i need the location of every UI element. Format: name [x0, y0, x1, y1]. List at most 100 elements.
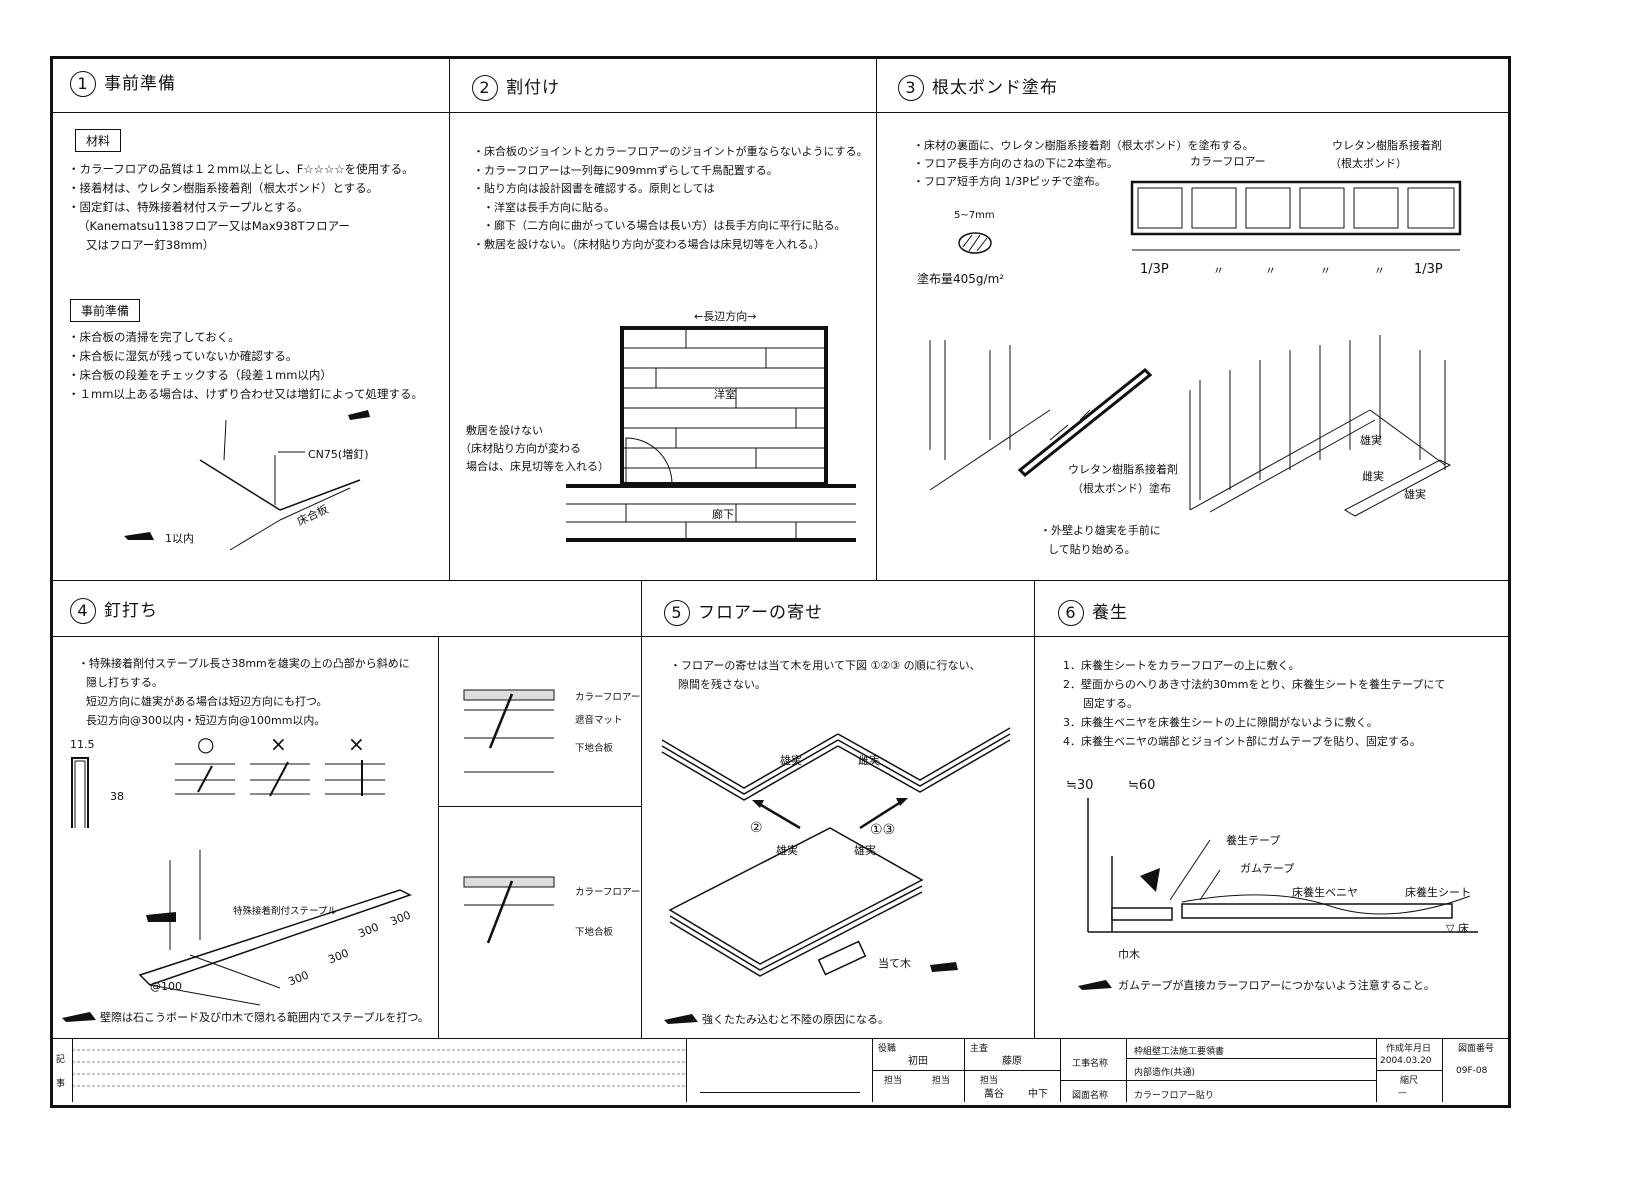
col-divider-3	[641, 580, 642, 1038]
drawing-label: 図面名称	[1072, 1091, 1109, 1101]
tb-row-mid	[872, 1070, 1060, 1071]
role-b: 担当	[932, 1076, 951, 1086]
female-label: 雌実	[1362, 470, 1384, 483]
material-note: 又はフロアー釘38mm）	[86, 238, 215, 252]
scale-label: 縮尺	[1400, 1076, 1419, 1086]
pitch-ditto: 〃	[1265, 264, 1276, 277]
project-name: 枠組壁工法施工要領書	[1134, 1047, 1225, 1057]
apply-label-2: （根太ボンド）塗布	[1072, 482, 1171, 495]
layout-note: ・貼り方向は設計図書を確認する。原則としては	[473, 182, 715, 195]
base-label-1: 下地合板	[575, 743, 614, 754]
section-2-number: 2	[472, 75, 498, 101]
gum-label: ガムテープ	[1240, 862, 1295, 875]
staple-drawing	[71, 757, 89, 828]
callout-line: 敷居を設けない	[466, 424, 543, 437]
within1-label: 1以内	[165, 532, 194, 545]
pitch-right: 1/3P	[1414, 262, 1443, 277]
floor-label: ▽ 床	[1446, 922, 1469, 935]
drawing-name: カラーフロアー貼り	[1134, 1091, 1214, 1101]
cn75-label: CN75(増釘)	[308, 448, 369, 461]
col-divider-2	[876, 56, 877, 580]
nailing-notes: ・特殊接着剤付ステープル長さ38mmを雄実の上の凸部から斜めに 隠し打ちする。 …	[78, 654, 410, 730]
tapping-note: 隙間を残さない。	[678, 678, 766, 691]
layout-note: ・洋室は長手方向に貼る。	[483, 200, 615, 214]
mat-label: 遮音マット	[575, 715, 623, 726]
remarks-label-bottom: 事	[56, 1079, 66, 1089]
role-chief: 主査	[970, 1044, 989, 1054]
material-note: ・固定釘は、特殊接着材付ステープルとする。	[68, 200, 309, 214]
bead-grid	[1130, 180, 1462, 251]
sheet-label: 床養生シート	[1405, 886, 1471, 899]
board-apply-sketch	[929, 335, 1452, 517]
tip-line: ・外壁より雄実を手前に	[1040, 524, 1161, 537]
dim-30: ≒30	[1066, 778, 1094, 793]
nailing-note: 隠し打ちする。	[86, 676, 163, 689]
date-value: 2004.03.20	[1380, 1056, 1432, 1066]
pitch-ditto: 〃	[1374, 264, 1385, 277]
section-4-number: 4	[70, 598, 96, 624]
remarks-col	[72, 1038, 73, 1102]
floor-section-plain	[463, 876, 555, 944]
tb-col-3	[964, 1038, 965, 1102]
title-row-line-mid	[50, 636, 1508, 637]
protection-note: 1．床養生シートをカラーフロアーの上に敷く。	[1063, 659, 1300, 672]
prep-note: ・１mm以上ある場合は、けずり合わせ又は増釘によって処理する。	[68, 387, 423, 401]
male-label: 雄実	[1360, 434, 1382, 447]
section-6-number: 6	[1058, 600, 1084, 626]
protection-note: 4．床養生ベニヤの端部とジョイント部にガムテープを貼り、固定する。	[1063, 735, 1421, 748]
materials-label: 材料	[75, 129, 122, 152]
pitch-ditto: 〃	[1320, 264, 1331, 277]
adhesive-notes: ・床材の裏面に、ウレタン樹脂系接着剤（根太ボンド）を塗布する。 ・フロア長手方向…	[913, 137, 1254, 191]
room-plan	[566, 326, 856, 542]
tb-col-1	[686, 1038, 687, 1102]
staple-layout-sketch	[138, 850, 412, 1006]
name-d: 中下	[1028, 1089, 1048, 1100]
material-note: ・カラーフロアの品質は１２mm以上とし、F☆☆☆☆を使用する。	[68, 162, 414, 176]
layout-note: ・敷居を設けない。（床材貼り方向が変わる場合は床見切等を入れる。）	[473, 237, 825, 251]
callout-line: （床材貼り方向が変わる	[460, 442, 581, 455]
plywood-label: 床養生ベニヤ	[1292, 886, 1358, 899]
name-c: 萬谷	[984, 1089, 1004, 1100]
female-label-a: 雌実	[858, 754, 880, 767]
col-divider-1	[449, 56, 450, 580]
warning-pointer-6	[1078, 980, 1112, 990]
name-exec: 初田	[908, 1056, 928, 1067]
material-note: ・接着材は、ウレタン樹脂系接着剤（根太ボンド）とする。	[68, 181, 379, 195]
role-a: 担当	[884, 1076, 903, 1086]
date-label: 作成年月日	[1386, 1044, 1432, 1054]
section-2-title: 2 割付け	[472, 73, 560, 101]
tb-row-drawing	[1060, 1080, 1376, 1081]
floor-section-with-mat	[463, 689, 555, 773]
threshold-callout: 敷居を設けない （床材貼り方向が変わる 場合は、床見切等を入れる）	[460, 422, 609, 476]
nailing-note: ・特殊接着剤付ステープル長さ38mmを雄実の上の凸部から斜めに	[78, 657, 410, 670]
number-value: 09F-08	[1456, 1066, 1488, 1076]
layout-notes: ・床合板のジョイントとカラーフロアーのジョイントが重ならないようにする。 ・カラ…	[473, 143, 868, 254]
remarks-label-top: 記	[56, 1055, 66, 1065]
project-label: 工事名称	[1072, 1059, 1109, 1069]
section-1-number: 1	[70, 71, 96, 97]
nail-angle-details	[175, 760, 385, 797]
section-2-title-text: 割付け	[506, 78, 560, 98]
tapping-note: ・フロアーの寄せは当て木を用いて下図 ①②③ の順に行ない、	[670, 659, 981, 672]
nailing-note: 長辺方向@300以内・短辺方向@100mm以内。	[86, 714, 326, 727]
prep-note: ・床合板に湿気が残っていないか確認する。	[68, 349, 298, 363]
number-label: 図面番号	[1458, 1044, 1495, 1054]
title-row-line-top	[50, 112, 1508, 113]
coverage-label: 塗布量405g/m²	[917, 272, 1005, 286]
protection-note: 3．床養生ベニヤを床養生シートの上に隙間がないように敷く。	[1063, 716, 1378, 729]
protection-note: 固定する。	[1083, 697, 1138, 710]
ok-mark: ○	[197, 732, 215, 756]
prep-note: ・床合板の段差をチェックする（段差１mm以内）	[68, 368, 332, 382]
col-divider-4	[1034, 580, 1035, 1038]
tb-row-project	[1126, 1058, 1376, 1059]
detail-vertical	[438, 636, 439, 1038]
pitch-left: 1/3P	[1140, 262, 1169, 277]
remarks-lines	[72, 1049, 686, 1087]
adhesive-sub-label: （根太ボンド）	[1330, 157, 1407, 170]
prep-note: ・床合板の清掃を完了しておく。	[68, 330, 240, 344]
section-5-number: 5	[664, 600, 690, 626]
order-13: ①③	[870, 822, 896, 838]
